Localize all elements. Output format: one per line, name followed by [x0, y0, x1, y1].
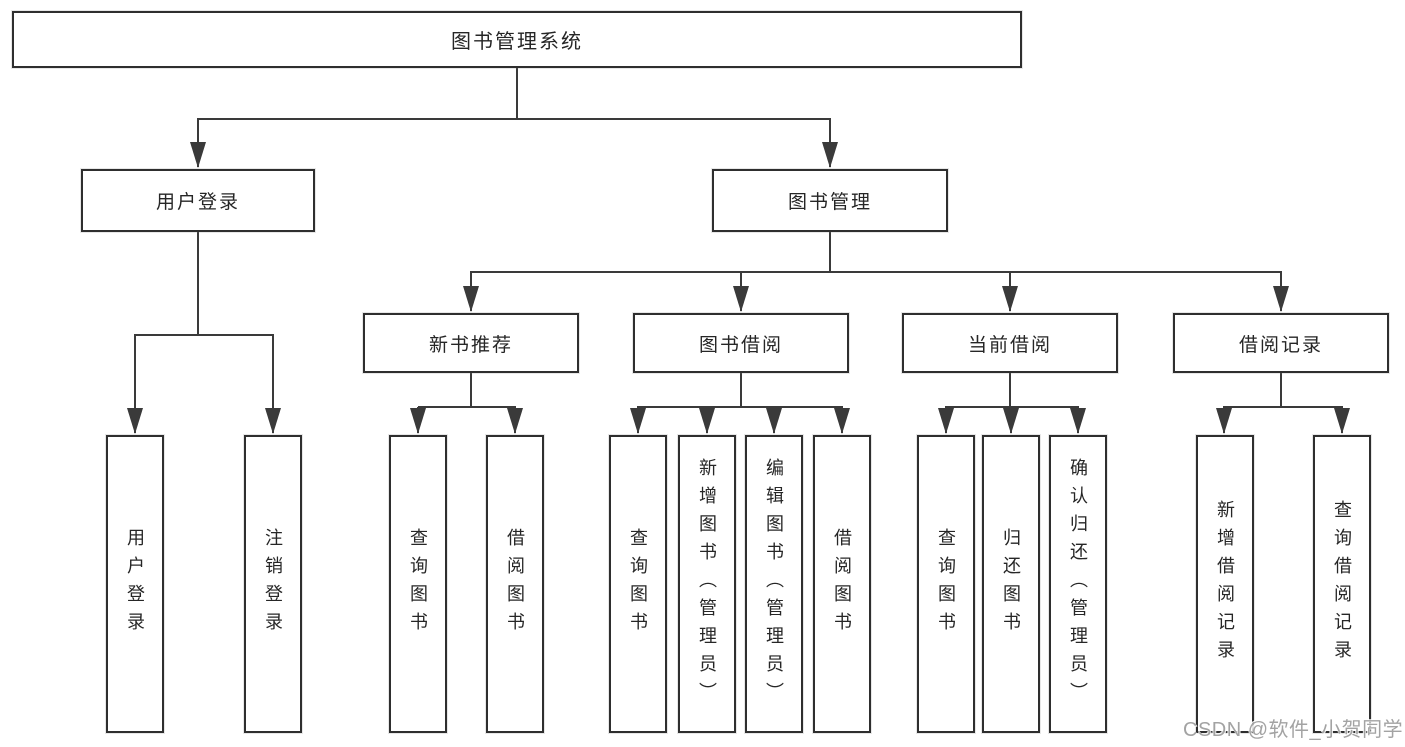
leaf-borrow-borrow-book: 借阅图书 [813, 435, 871, 733]
leaf-current-confirm-return-admin: 确认归还（管理员） [1049, 435, 1107, 733]
leaf-current-return-book: 归还图书 [982, 435, 1040, 733]
leaf-current-query-book-label: 查询图书 [936, 528, 956, 640]
node-book-management-label: 图书管理 [787, 192, 872, 213]
node-new-book-recommend-label: 新书推荐 [428, 334, 513, 356]
leaf-borrow-query-book-label: 查询图书 [628, 528, 648, 640]
node-book-management: 图书管理 [712, 169, 948, 232]
leaf-records-query-record-label: 查询借阅记录 [1332, 500, 1352, 668]
leaf-records-add-record: 新增借阅记录 [1196, 435, 1254, 733]
node-root-label: 图书管理系统 [451, 31, 583, 53]
leaf-user-login: 用户登录 [106, 435, 164, 733]
node-user-login: 用户登录 [81, 169, 315, 232]
leaf-borrow-edit-book-admin-label: 编辑图书（管理员） [764, 458, 784, 710]
leaf-borrow-add-book-admin: 新增图书（管理员） [678, 435, 736, 733]
leaf-recommend-query-book: 查询图书 [389, 435, 447, 733]
leaf-borrow-add-book-admin-label: 新增图书（管理员） [697, 458, 717, 710]
leaf-recommend-borrow-book-label: 借阅图书 [505, 528, 525, 640]
leaf-records-query-record: 查询借阅记录 [1313, 435, 1371, 733]
leaf-user-login-label: 用户登录 [125, 528, 145, 640]
leaf-logout-label: 注销登录 [263, 528, 283, 640]
node-root: 图书管理系统 [12, 11, 1022, 68]
node-user-login-label: 用户登录 [155, 192, 240, 213]
csdn-watermark: CSDN @软件_小贺同学 [1183, 719, 1404, 741]
node-book-borrow: 图书借阅 [633, 313, 849, 373]
node-borrow-records: 借阅记录 [1173, 313, 1389, 373]
node-current-borrow: 当前借阅 [902, 313, 1118, 373]
leaf-logout: 注销登录 [244, 435, 302, 733]
leaf-current-confirm-return-admin-label: 确认归还（管理员） [1068, 458, 1088, 710]
leaf-current-return-book-label: 归还图书 [1001, 528, 1021, 640]
leaf-recommend-borrow-book: 借阅图书 [486, 435, 544, 733]
leaf-borrow-edit-book-admin: 编辑图书（管理员） [745, 435, 803, 733]
node-current-borrow-label: 当前借阅 [967, 334, 1052, 356]
node-book-borrow-label: 图书借阅 [698, 334, 783, 356]
leaf-current-query-book: 查询图书 [917, 435, 975, 733]
leaf-borrow-borrow-book-label: 借阅图书 [832, 528, 852, 640]
node-borrow-records-label: 借阅记录 [1238, 334, 1323, 356]
leaf-records-add-record-label: 新增借阅记录 [1215, 500, 1235, 668]
leaf-borrow-query-book: 查询图书 [609, 435, 667, 733]
leaf-recommend-query-book-label: 查询图书 [408, 528, 428, 640]
node-new-book-recommend: 新书推荐 [363, 313, 579, 373]
